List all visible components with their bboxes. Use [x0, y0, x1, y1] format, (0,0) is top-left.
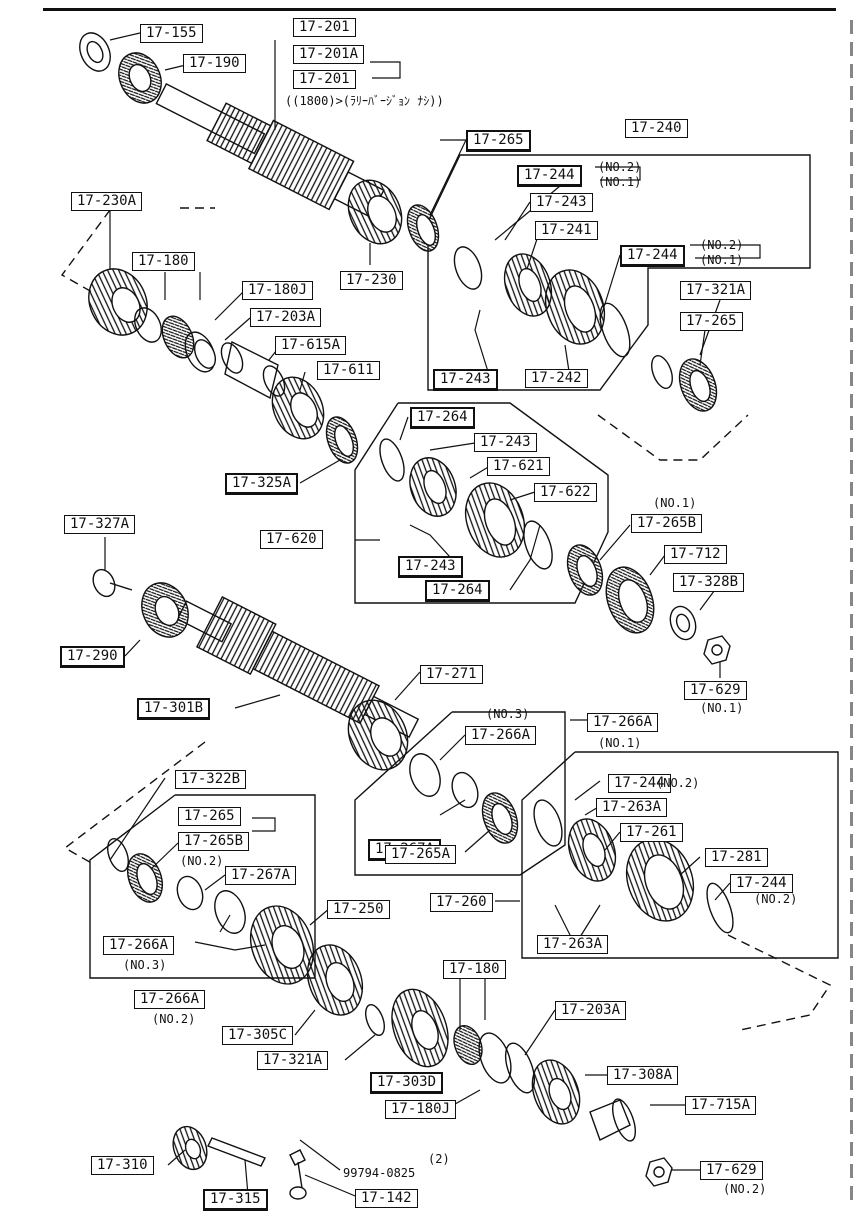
- callout-17-230A: 17-230A: [71, 192, 143, 211]
- callout-17-321A: 17-321A: [680, 281, 752, 300]
- callout-17-712: 17-712: [664, 545, 727, 564]
- callout-17-203A-bottom: 17-203A: [555, 1001, 627, 1020]
- callout-17-266A-no3: 17-266A: [465, 726, 537, 745]
- note-no1-a: (NO.1): [598, 175, 642, 189]
- callout-17-243-a: 17-243: [530, 193, 593, 212]
- callout-17-266A-no1: 17-266A: [587, 713, 659, 732]
- note-bolt-number: 99794-0825: [343, 1166, 416, 1180]
- callout-17-180-top: 17-180: [132, 252, 195, 271]
- group-outlines: [60, 154, 839, 1031]
- right-edge-marks: [850, 20, 853, 1200]
- callout-17-325A: 17-325A: [225, 473, 299, 495]
- note-no2-b: (NO.2): [700, 238, 744, 252]
- callout-17-263A-a: 17-263A: [596, 798, 668, 817]
- note-no2-a: (NO.2): [598, 160, 642, 174]
- top-border-line: [43, 8, 836, 11]
- callout-17-201: 17-201: [293, 18, 356, 37]
- note-no1-d: (NO.1): [700, 701, 744, 715]
- callout-17-243-c: 17-243: [474, 433, 537, 452]
- callout-17-180J-bottom: 17-180J: [385, 1100, 457, 1119]
- callout-17-611: 17-611: [317, 361, 380, 380]
- callout-17-621: 17-621: [487, 457, 550, 476]
- callout-17-261: 17-261: [620, 823, 683, 842]
- note-no3-a: (NO.3): [486, 707, 530, 721]
- callout-17-305C: 17-305C: [222, 1026, 294, 1045]
- callout-17-180-bottom: 17-180: [443, 960, 506, 979]
- main-drive-shaft: [155, 82, 385, 218]
- callout-17-244-b: 17-244: [620, 245, 685, 267]
- callout-17-142: 17-142: [355, 1189, 418, 1208]
- callout-17-190: 17-190: [183, 54, 246, 73]
- note-no2-g: (NO.2): [723, 1182, 767, 1196]
- note-no2-d: (NO.2): [180, 854, 224, 868]
- note-no3-b: (NO.3): [123, 958, 167, 972]
- callout-17-244-d: 17-244: [730, 874, 793, 893]
- callout-17-290: 17-290: [60, 646, 125, 668]
- callout-17-265-left: 17-265: [178, 807, 241, 826]
- note-no1-b: (NO.1): [700, 253, 744, 267]
- countershaft: [176, 596, 420, 738]
- callout-17-629-top: 17-629: [684, 681, 747, 700]
- note-no2-e: (NO.2): [754, 892, 798, 906]
- callout-17-265-right: 17-265: [680, 312, 743, 331]
- callout-17-310: 17-310: [91, 1156, 154, 1175]
- callout-17-230: 17-230: [340, 271, 403, 290]
- callout-17-266A-left-no2: 17-266A: [134, 990, 206, 1009]
- callout-17-615A: 17-615A: [275, 336, 347, 355]
- callout-17-265-top: 17-265: [466, 130, 531, 152]
- note-no2-c: (NO.2): [656, 776, 700, 790]
- note-qty-2: (2): [428, 1152, 450, 1166]
- parts-drawing: [79, 32, 734, 1200]
- callout-17-243-b: 17-243: [433, 369, 498, 391]
- callout-17-263A-b: 17-263A: [537, 935, 609, 954]
- callout-17-201A: 17-201A: [293, 45, 365, 64]
- callout-17-308A: 17-308A: [607, 1066, 679, 1085]
- callout-17-241: 17-241: [535, 221, 598, 240]
- callout-17-622: 17-622: [534, 483, 597, 502]
- callout-17-301B: 17-301B: [137, 698, 211, 720]
- callout-17-244-c: 17-244: [608, 774, 671, 793]
- callout-17-201-alt: 17-201: [293, 70, 356, 89]
- callout-17-322B: 17-322B: [175, 770, 247, 789]
- callout-17-243-d: 17-243: [398, 556, 463, 578]
- callout-17-315: 17-315: [203, 1189, 268, 1211]
- note-no1-c: (NO.1): [653, 496, 697, 510]
- note-no1-e: (NO.1): [598, 736, 642, 750]
- callout-17-265B-top: 17-265B: [631, 514, 703, 533]
- callout-17-281: 17-281: [705, 848, 768, 867]
- callout-17-250: 17-250: [327, 900, 390, 919]
- callout-17-180J-top: 17-180J: [242, 281, 314, 300]
- callout-17-327A: 17-327A: [64, 515, 136, 534]
- callout-17-266A-left-no3: 17-266A: [103, 936, 175, 955]
- callout-17-271: 17-271: [420, 665, 483, 684]
- note-1800-no-rally: ((1800)>(ﾗﾘｰﾊﾞｰｼﾞｮﾝ ﾅｼ)): [285, 94, 444, 108]
- callout-17-267A-left: 17-267A: [225, 866, 297, 885]
- callout-17-244-a: 17-244: [517, 165, 582, 187]
- callout-17-629-bottom: 17-629: [700, 1161, 763, 1180]
- callout-17-242: 17-242: [525, 369, 588, 388]
- callout-17-303D: 17-303D: [370, 1072, 444, 1094]
- callout-17-321A-bottom: 17-321A: [257, 1051, 329, 1070]
- callout-17-620: 17-620: [260, 530, 323, 549]
- callout-17-328B: 17-328B: [673, 573, 745, 592]
- callout-17-260: 17-260: [430, 893, 493, 912]
- callout-17-203A-top: 17-203A: [250, 308, 322, 327]
- callout-17-264-a: 17-264: [410, 407, 475, 429]
- callout-17-265A: 17-265A: [385, 845, 457, 864]
- callout-17-155: 17-155: [140, 24, 203, 43]
- callout-17-264-b: 17-264: [425, 580, 490, 602]
- callout-17-265B-left: 17-265B: [178, 832, 250, 851]
- note-no2-f: (NO.2): [152, 1012, 196, 1026]
- callout-17-715A: 17-715A: [685, 1096, 757, 1115]
- callout-17-240: 17-240: [625, 119, 688, 138]
